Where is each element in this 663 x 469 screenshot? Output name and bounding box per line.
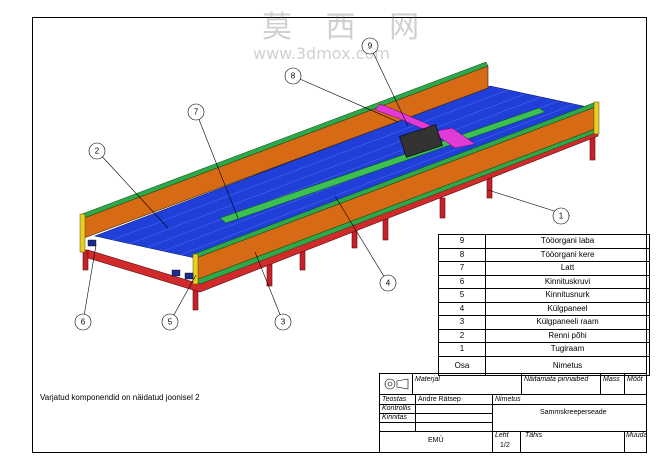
title-block: Materjal Näitamata pinnaibed Mass Mõõt T…	[379, 373, 647, 453]
part-position: 6	[438, 274, 486, 289]
callout-8-circle	[284, 67, 302, 85]
end-posts	[79, 101, 600, 285]
title-block-line	[380, 404, 646, 405]
mounting-brackets	[87, 239, 194, 280]
part-name: Kinnituskruvi	[485, 274, 650, 289]
surface-label: Näitamata pinnaibed	[524, 376, 589, 383]
mass-label: Mass	[603, 376, 620, 383]
working-body-housing	[399, 124, 443, 158]
callout-6-label: 6	[81, 318, 86, 327]
organization: EMÜ	[428, 437, 444, 444]
part-name: Renni põhi	[485, 328, 650, 343]
sheet-label: Leht	[495, 432, 509, 439]
title-block-line	[380, 394, 646, 395]
callout-4-label: 4	[386, 279, 391, 288]
part-position: 5	[438, 288, 486, 303]
callout-1-label: 1	[559, 212, 564, 221]
sheet-number: 1/2	[500, 442, 510, 449]
callout-8-label: 8	[291, 72, 296, 81]
callout-3-label: 3	[281, 318, 286, 327]
part-name: Tööorgani laba	[485, 234, 650, 249]
header-name: Nimetus	[485, 355, 650, 376]
drawing-name: Sammskreeperseade	[540, 409, 607, 416]
title-block-line	[600, 374, 601, 394]
callout-9-circle	[361, 37, 379, 55]
part-name: Latt	[485, 261, 650, 276]
callout-3-circle	[274, 313, 292, 331]
callout-1-circle	[552, 207, 570, 225]
callout-2-circle	[88, 142, 106, 160]
material-label: Materjal	[415, 376, 440, 383]
callout-7-label: 7	[194, 108, 199, 117]
part-position: 7	[438, 261, 486, 276]
part-position: 1	[438, 342, 486, 357]
title-block-line	[380, 413, 492, 414]
part-name: Külgpaneel	[485, 301, 650, 316]
part-name: Tööorgani kere	[485, 247, 650, 262]
part-position: 9	[438, 234, 486, 249]
projection-symbol-icon	[384, 378, 409, 390]
callout-5-label: 5	[168, 318, 173, 327]
code-label: Tähis	[525, 432, 543, 439]
title-block-line	[521, 374, 522, 394]
callout-2-label: 2	[95, 147, 100, 156]
part-name: Külgpaneeli raam	[485, 315, 650, 330]
title-block-line	[380, 422, 492, 423]
part-position: 4	[438, 301, 486, 316]
title-block-line	[415, 394, 416, 431]
change-label: Muuda	[626, 432, 648, 439]
title-block-line	[624, 374, 625, 394]
title-block-line	[624, 431, 625, 452]
part-position: 3	[438, 315, 486, 330]
approved-label: Kinnitas	[382, 414, 407, 421]
callout-9-label: 9	[368, 42, 373, 51]
title-block-line	[492, 394, 493, 452]
callout-5-circle	[161, 313, 179, 331]
scale-label: Mõõt	[627, 376, 643, 383]
callout-6-circle	[74, 313, 92, 331]
hidden-components-note: Varjatud komponendid on näidatud joonise…	[40, 393, 200, 402]
title-block-line	[520, 431, 521, 452]
part-name: Kinnitusnurk	[485, 288, 650, 303]
working-body-blade-front	[431, 127, 476, 149]
checked-label: Kontrollis	[382, 405, 411, 412]
callout-7-circle	[187, 103, 205, 121]
callout-numbers: 1 2 3 4 5 6 7 8 9	[81, 42, 564, 327]
part-name: Tugiraam	[485, 342, 650, 357]
part-position: 2	[438, 328, 486, 343]
author-label: Teostas	[382, 396, 407, 403]
author-name: Andre Rätsep	[418, 396, 461, 403]
callout-4-circle	[379, 274, 397, 292]
title-block-line	[380, 431, 646, 432]
name-label: Nimetus	[495, 396, 521, 403]
title-block-line	[412, 374, 413, 394]
callout-circles	[74, 37, 570, 331]
working-body-blade-back	[374, 103, 431, 133]
part-position: 8	[438, 247, 486, 262]
watermark-url: www.3dmox.com	[253, 44, 390, 63]
watermark-chinese: 莫 西 网	[262, 10, 432, 45]
floor-slats	[111, 89, 576, 256]
